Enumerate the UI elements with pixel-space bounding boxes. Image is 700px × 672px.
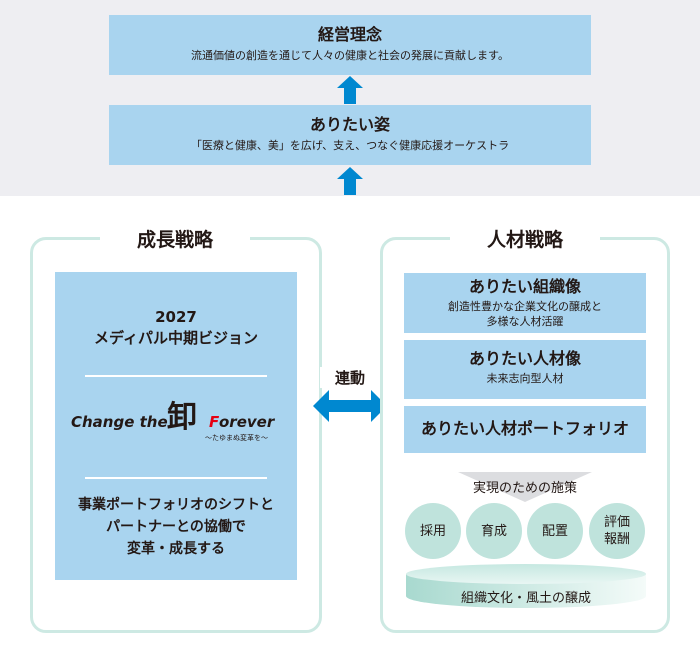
measure-label: 報酬 <box>603 532 630 547</box>
link-label: 連動 <box>320 367 380 388</box>
divider <box>85 375 267 377</box>
measure-recruitment: 採用 <box>405 503 461 559</box>
ideal-state-subtitle: 「医療と健康、美」を広げ、支え、つなぐ健康応援オーケストラ <box>190 139 510 152</box>
ideal-talent-box: ありたい人材像 未来志向型人材 <box>404 340 646 399</box>
measure-label: 採用 <box>419 523 446 539</box>
arrow-up-icon <box>337 76 363 104</box>
logo-tagline: 〜たゆまぬ変革を〜 <box>205 434 268 442</box>
logo-f-letter: F <box>209 413 220 431</box>
ideal-organization-box: ありたい組織像 創造性豊かな企業文化の醸成と 多様な人材活躍 <box>404 273 646 333</box>
change-the-oroshi-forever-logo: Change the 卸 F orever 〜たゆまぬ変革を〜 <box>55 400 297 450</box>
foundation-label: 組織文化・風土の醸成 <box>460 591 591 606</box>
growth-strategy-title: 成長戦略 <box>100 228 250 252</box>
ideal-talent-sub: 未来志向型人材 <box>486 372 564 385</box>
vision-box: 2027 メディパル中期ビジョン Change the 卸 F orever 〜… <box>55 272 297 580</box>
ideal-state-box: ありたい姿 「医療と健康、美」を広げ、支え、つなぐ健康応援オーケストラ <box>109 105 591 165</box>
ideal-portfolio-box: ありたい人材ポートフォリオ <box>404 406 646 453</box>
down-triangle-icon <box>458 472 592 502</box>
ideal-organization-title: ありたい組織像 <box>468 277 581 296</box>
logo-suffix: orever <box>219 413 275 431</box>
ideal-portfolio-title: ありたい人材ポートフォリオ <box>420 419 629 438</box>
measure-placement: 配置 <box>527 503 583 559</box>
foundation-disc <box>406 564 646 608</box>
vision-year: 2027 <box>155 308 197 326</box>
statement-line: 変革・成長する <box>127 541 225 557</box>
statement-line: 事業ポートフォリオのシフトと <box>78 497 274 513</box>
statement-line: パートナーとの協働で <box>106 519 246 535</box>
measure-evaluation-reward: 評価 報酬 <box>589 503 645 559</box>
philosophy-box: 経営理念 流通価値の創造を通じて人々の健康と社会の発展に貢献します。 <box>109 15 591 75</box>
philosophy-subtitle: 流通価値の創造を通じて人々の健康と社会の発展に貢献します。 <box>191 49 509 62</box>
double-arrow-icon <box>313 390 387 422</box>
measure-label: 評価 <box>603 515 630 530</box>
measure-label: 配置 <box>541 523 568 539</box>
arrow-up-icon <box>337 167 363 195</box>
vision-name: メディパル中期ビジョン <box>94 329 258 347</box>
measures-label: 実現のための施策 <box>472 481 577 496</box>
ideal-organization-sub: 創造性豊かな企業文化の醸成と <box>448 300 602 313</box>
growth-statement: 事業ポートフォリオのシフトと パートナーとの協働で 変革・成長する <box>55 494 297 560</box>
logo-prefix: Change the <box>71 413 168 431</box>
ideal-organization-sub: 多様な人材活躍 <box>486 315 564 328</box>
hr-strategy-title: 人材戦略 <box>450 228 600 252</box>
divider <box>85 477 267 479</box>
measure-development: 育成 <box>466 503 522 559</box>
ideal-talent-title: ありたい人材像 <box>468 349 581 368</box>
logo-kanji: 卸 <box>167 400 197 435</box>
measure-label: 育成 <box>480 523 507 539</box>
philosophy-title: 経営理念 <box>317 25 382 44</box>
ideal-state-title: ありたい姿 <box>309 115 390 134</box>
